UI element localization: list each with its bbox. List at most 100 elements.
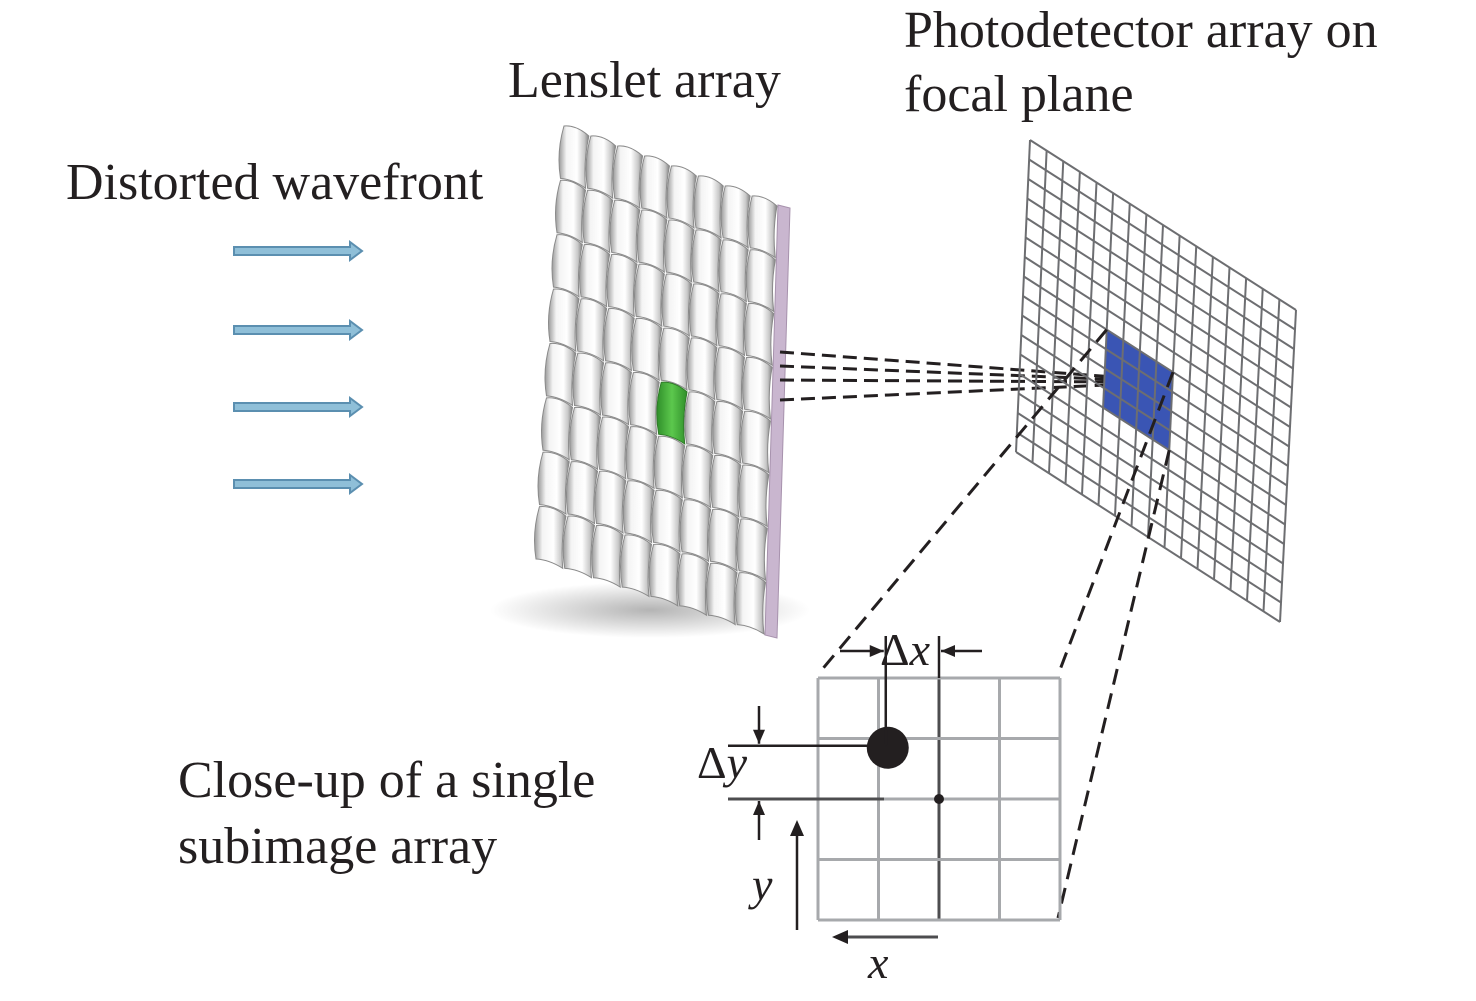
lenslet — [633, 263, 665, 328]
delta-symbol: Δ — [697, 737, 727, 788]
photodetector-label-line1: Photodetector array on — [904, 2, 1378, 59]
photodetector-label-line2: focal plane — [904, 66, 1134, 123]
lenslet — [653, 435, 686, 499]
detector-grid-row — [1021, 314, 1288, 487]
lenslet — [710, 454, 742, 518]
detector-grid-row — [1026, 197, 1294, 370]
lenslet — [591, 524, 624, 589]
wavefront-arrow — [233, 396, 364, 418]
wavefront-arrow — [233, 319, 364, 341]
delta-y-arrowhead-top — [753, 729, 765, 744]
lenslet — [569, 406, 602, 471]
lenslet — [679, 499, 712, 563]
detector-grid-row — [1023, 275, 1290, 448]
lenslet — [666, 165, 697, 230]
lenslet — [622, 480, 655, 544]
focal-spot — [866, 726, 909, 769]
lenslet — [693, 175, 724, 239]
lenslet — [582, 189, 614, 254]
lenslet — [684, 391, 716, 455]
lenslet — [681, 445, 714, 509]
lenslet — [712, 401, 744, 465]
delta-y-arrowhead-bottom — [753, 801, 765, 815]
lenslet — [648, 543, 681, 607]
lenslet — [734, 572, 767, 636]
lenslet — [664, 219, 695, 284]
lenslet — [738, 464, 770, 528]
delta-y-label: Δy — [697, 737, 748, 788]
lenslet — [747, 195, 778, 259]
detector-grid-row — [1016, 431, 1282, 604]
detector-grid-row — [1025, 236, 1292, 409]
lenslet — [597, 416, 630, 480]
detector-grid-row — [1022, 295, 1289, 467]
lenslet — [686, 337, 718, 401]
lenslet — [714, 347, 746, 411]
closeup-subimage — [728, 636, 1062, 944]
lenslet — [705, 562, 738, 626]
lenslet — [558, 125, 590, 190]
y-axis-arrowhead — [790, 820, 804, 836]
lenslet — [720, 185, 751, 249]
lenslet — [594, 470, 627, 534]
lenslet — [658, 327, 690, 391]
lenslet-edge — [764, 204, 791, 639]
delta-symbol: Δ — [880, 624, 910, 675]
delta-y-var: y — [723, 737, 748, 788]
lenslet — [603, 308, 635, 372]
lenslet — [628, 371, 660, 436]
lenslet — [541, 397, 574, 461]
lenslet — [716, 293, 747, 357]
delta-x-label: Δx — [880, 624, 931, 675]
lenslet — [718, 239, 749, 303]
lenslet — [585, 135, 617, 200]
delta-x-var: x — [909, 624, 931, 675]
lenslet — [534, 505, 567, 570]
wavefront-label: Distorted wavefront — [66, 154, 484, 211]
detector-grid-row — [1024, 256, 1291, 428]
lenslet — [572, 352, 605, 417]
lenslet — [544, 342, 577, 407]
focus-ray — [779, 378, 1129, 384]
detector-grid-row — [1025, 217, 1293, 389]
focus-ray — [779, 382, 1129, 402]
y-axis-label: y — [748, 859, 773, 910]
lenslet — [578, 244, 611, 308]
lenslet — [600, 362, 632, 426]
lenslet — [537, 451, 570, 516]
lenslet-label: Lenslet array — [508, 52, 781, 109]
lenslet — [619, 534, 653, 598]
focus-ray — [779, 350, 1129, 380]
detector-grid-row — [1027, 178, 1295, 350]
projection-line-bottom-right — [1056, 449, 1171, 919]
detector-grid-row — [1017, 412, 1283, 584]
wavefront-arrows — [233, 240, 364, 495]
closeup-label-line1: Close-up of a single — [178, 752, 596, 809]
lenslet — [631, 317, 663, 382]
lenslet — [740, 410, 772, 474]
lenslet-highlighted — [656, 381, 688, 445]
lenslet — [743, 303, 775, 367]
lenslet — [625, 426, 658, 490]
wavefront-arrow — [233, 240, 364, 262]
lenslet — [745, 249, 776, 313]
lenslet — [551, 234, 583, 298]
closeup-projection-lines — [818, 328, 1175, 919]
lenslet — [691, 229, 722, 293]
detector-grid-row — [1028, 158, 1296, 331]
detector-grid-row — [1018, 392, 1284, 565]
lenslet — [612, 145, 644, 210]
detector-grid-row — [1018, 373, 1285, 545]
lenslet — [575, 298, 608, 362]
lenslet — [639, 155, 671, 220]
lenslet-array — [490, 125, 810, 639]
lenslet — [708, 508, 740, 572]
lenslet — [636, 209, 668, 274]
lenslet — [677, 553, 710, 617]
lenslet — [565, 461, 599, 525]
lenslet — [688, 283, 720, 347]
lenslet — [548, 288, 580, 353]
lenslet — [606, 253, 638, 318]
